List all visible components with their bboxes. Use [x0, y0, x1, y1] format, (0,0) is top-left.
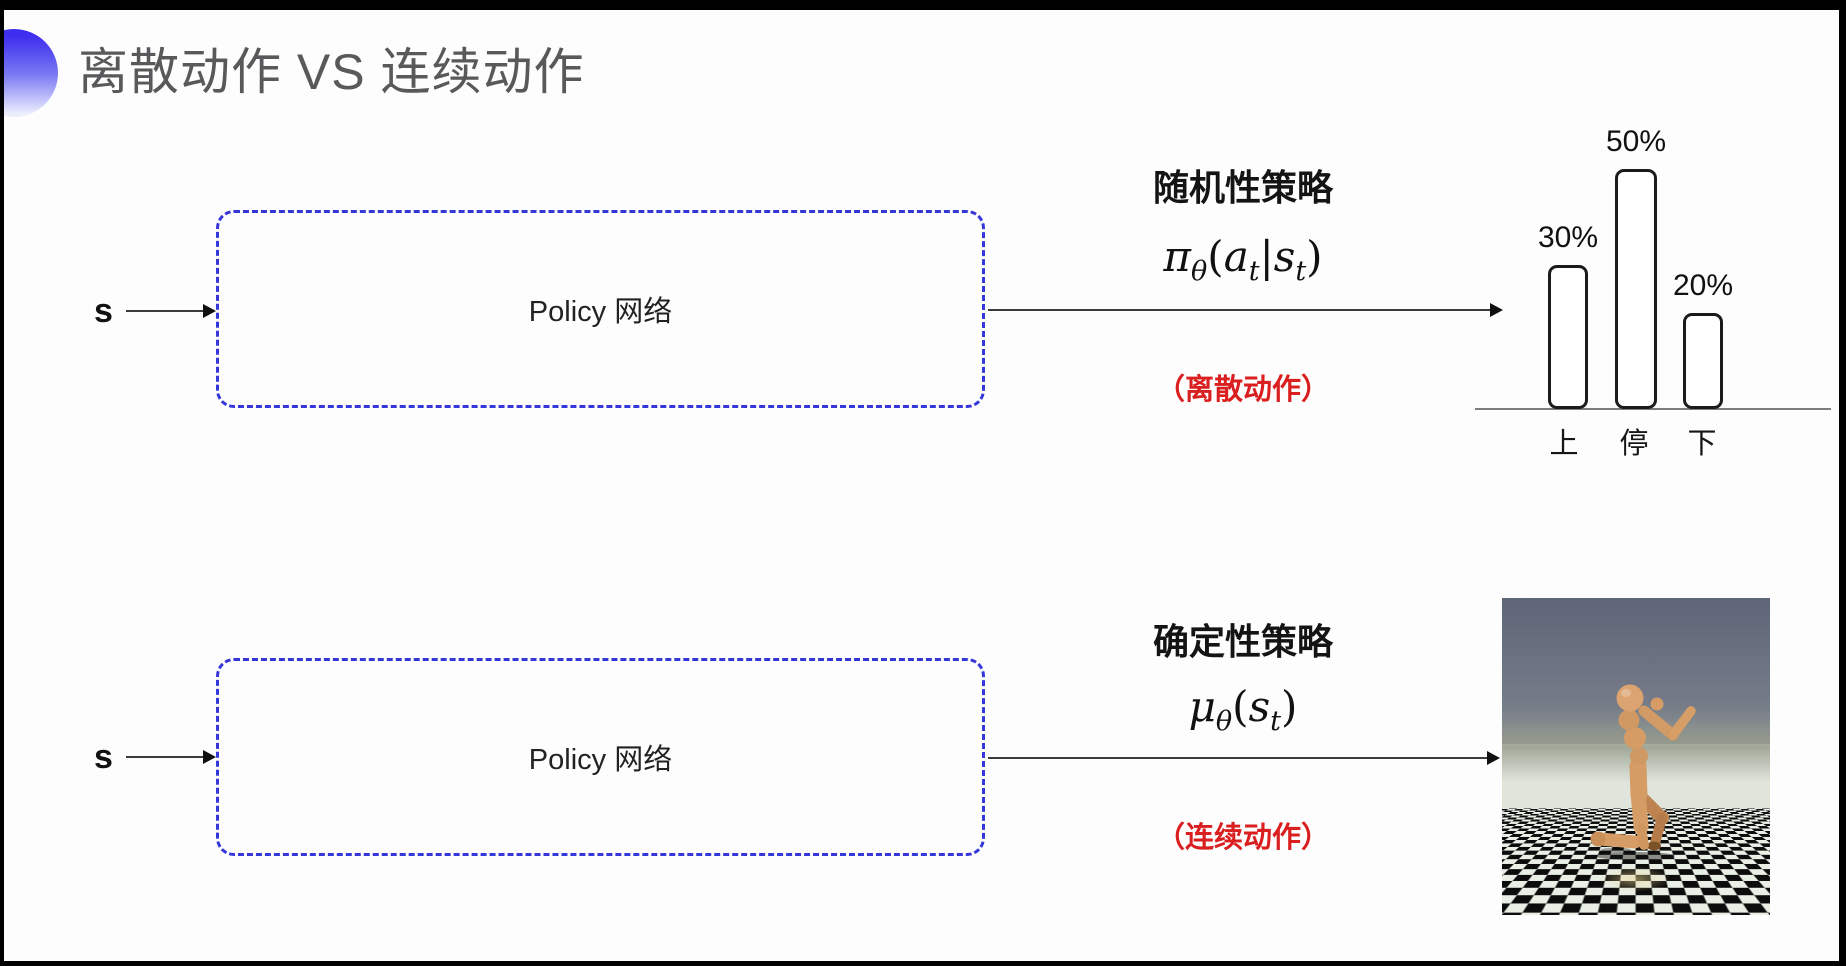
state-input-label-top: s [94, 292, 113, 330]
formula-s: s [1248, 682, 1271, 731]
policy-network-box-top: Policy 网络 [216, 210, 985, 408]
formula-pi: π [1163, 232, 1192, 281]
bar-group-stop: 50% [1605, 125, 1667, 409]
bar-value-label: 20% [1672, 269, 1734, 302]
letterbox-top [0, 0, 1846, 10]
humanoid-robot-figure [1590, 684, 1696, 892]
formula-rparen: ) [1280, 682, 1298, 731]
bar-down [1683, 313, 1723, 409]
formula-t2: t [1295, 256, 1307, 287]
title-ornament-ball [0, 29, 58, 117]
state-input-label-bottom: s [94, 738, 113, 776]
formula-lparen: ( [1207, 232, 1224, 281]
page-title: 离散动作 VS 连续动作 [78, 44, 585, 100]
bar-stop [1615, 169, 1657, 409]
formula-mu: μ [1188, 682, 1216, 731]
input-arrow-bottom [126, 750, 216, 764]
output-arrow-top [988, 303, 1503, 317]
formula-lparen: ( [1232, 682, 1249, 731]
bar-value-label: 50% [1605, 125, 1667, 158]
formula-stochastic-policy: πθ(at|st) [1050, 232, 1436, 287]
action-note-continuous: （连续动作） [1155, 822, 1330, 854]
bar-value-label: 30% [1537, 221, 1599, 254]
formula-s: s [1273, 232, 1296, 281]
output-arrow-bottom [988, 751, 1500, 765]
category-label-down: 下 [1687, 428, 1717, 460]
input-arrow-top [126, 304, 216, 318]
chart-axis-line [1475, 408, 1831, 410]
formula-t: t [1270, 706, 1281, 737]
action-note-discrete: （离散动作） [1155, 374, 1330, 406]
formula-deterministic-policy: μθ(st) [1050, 682, 1436, 737]
bar-group-down: 20% [1672, 269, 1734, 409]
bar-up [1548, 265, 1588, 409]
category-label-stop: 停 [1619, 428, 1649, 460]
letterbox-left [0, 0, 4, 966]
letterbox-bottom [0, 961, 1846, 966]
bar-group-up: 30% [1537, 221, 1599, 409]
humanoid-simulation-image [1502, 598, 1770, 915]
letterbox-right [1839, 0, 1846, 966]
formula-a: a [1223, 232, 1249, 281]
policy-name-deterministic: 确定性策略 [1152, 621, 1333, 662]
formula-bar: | [1259, 232, 1274, 281]
formula-theta: θ [1191, 256, 1208, 287]
policy-network-box-bottom: Policy 网络 [216, 658, 985, 856]
formula-theta: θ [1215, 706, 1233, 737]
policy-box-label-bottom: Policy 网络 [528, 744, 673, 776]
category-label-up: 上 [1549, 428, 1579, 460]
formula-t1: t [1248, 256, 1260, 287]
formula-rparen: ) [1306, 232, 1323, 281]
policy-name-stochastic: 随机性策略 [1152, 167, 1333, 208]
policy-box-label-top: Policy 网络 [528, 296, 673, 328]
